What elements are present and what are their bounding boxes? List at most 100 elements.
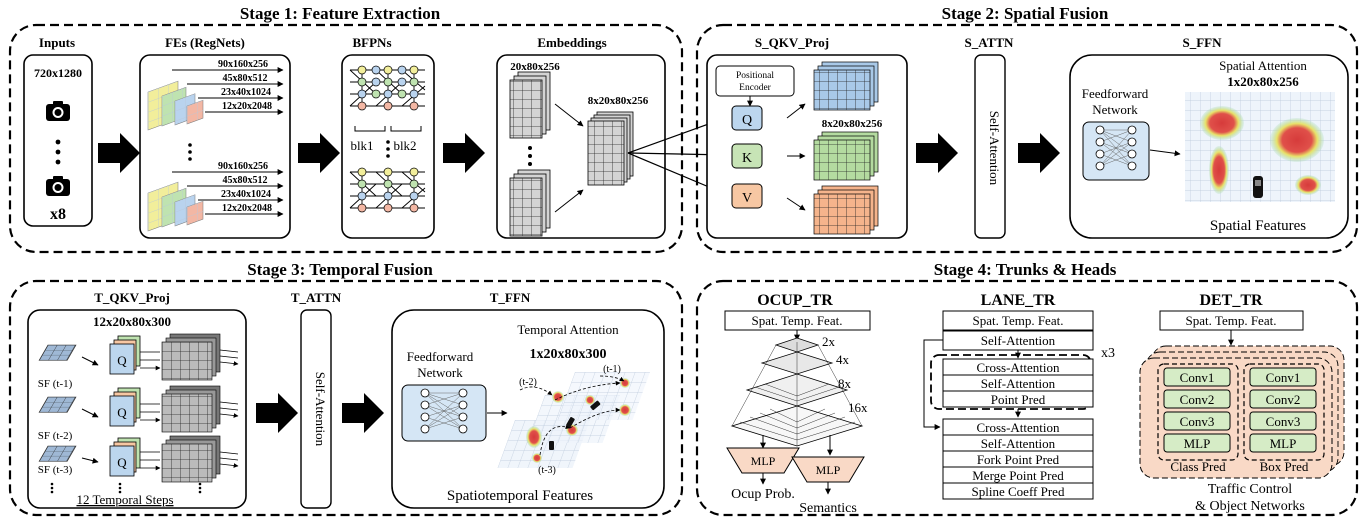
stage1-title: Stage 1: Feature Extraction [240,4,441,23]
mlp-label: MLP [816,463,841,477]
pos-enc-label: Encoder [739,83,771,93]
det-layer-label: Conv2 [1266,392,1301,407]
det-layer-label: Conv1 [1180,370,1215,385]
lane-block-label: Cross-Attention [976,360,1060,375]
dim-label: 12x20x2048 [222,101,272,112]
dim-label: 12x20x2048 [222,203,272,214]
feature-map-stack [147,80,204,131]
lane-head-label: Merge Point Pred [972,468,1064,483]
stage1-frame [8,23,684,254]
lane-repeat-label: x3 [1101,346,1115,361]
q-projection [109,395,135,427]
k-tensor [813,131,879,181]
temporal-attention-title: Temporal Attention [517,322,619,337]
q-projection [109,445,135,477]
stage3-title: Stage 3: Temporal Fusion [247,260,433,279]
temporal-step-row: SF (t-1) Q [38,333,238,390]
embedding-stack [509,71,551,139]
feature-map-stack [147,181,204,232]
stage2-title: Stage 2: Spatial Fusion [942,4,1109,23]
lane-sa-label: Self-Attention [981,333,1056,348]
t-qkv-title: T_QKV_Proj [94,290,170,305]
spatial-features-caption: Spatial Features [1210,218,1306,234]
fes-dim-labels-top: 90x160x256 45x80x512 23x40x1024 12x20x20… [218,59,272,112]
scale-label: 16x [848,400,868,415]
det-layer-label: Conv3 [1266,414,1301,429]
camera-icon [46,101,70,121]
mlp-head-ocup [726,447,800,474]
embedding-stack-merged [587,111,634,186]
ocup-title: OCUP_TR [757,292,833,309]
t-attn-box [300,309,332,509]
det-feat-label: Spat. Temp. Feat. [1186,313,1277,328]
lane-head-label: Self-Attention [981,436,1056,451]
sf-label: SF (t-2) [38,430,73,442]
temporal-attention-dim: 1x20x80x300 [530,347,607,362]
spatial-attention-map [1185,92,1335,202]
det-caption: Traffic Control [1208,482,1293,497]
bfpn-nodes [357,167,419,213]
dim-label: 45x80x512 [223,175,268,186]
q-projection [731,105,763,131]
flow-arrow [443,133,485,173]
emb-dim2: 8x20x80x256 [588,95,649,107]
k-label: K [742,151,752,166]
q-tensor [813,61,879,111]
det-layer-label: MLP [1270,436,1297,451]
temporal-step-row: SF (t-2) Q [38,385,238,442]
det-layer-label: Conv1 [1266,370,1301,385]
s-ffn-title: S_FFN [1183,35,1223,50]
ffn-label: Network [417,365,463,380]
spatial-attention-dim: 1x20x80x256 [1227,74,1299,89]
flow-arrow [256,393,298,433]
camera-icon [46,176,70,196]
q-label: Q [117,353,127,368]
embedding-stack [509,169,551,237]
blk1-label: blk1 [350,138,373,153]
mlp-head-sem [791,456,865,483]
stage2-frame [695,23,1359,254]
lane-head-label: Cross-Attention [976,420,1060,435]
t-qkv-dim: 12x20x80x300 [93,314,171,329]
spatial-attention-title: Spatial Attention [1219,58,1307,73]
ffn-label: Feedforward [1082,86,1149,101]
lane-block-label: Self-Attention [981,376,1056,391]
temporal-step-row: SF (t-3) Q [38,435,238,483]
emb-title: Embeddings [537,35,606,50]
temporal-steps-label: 12 Temporal Steps [76,492,173,507]
blk2-label: blk2 [393,138,416,153]
flow-arrow [1018,133,1060,173]
t-ffn-title: T_FFN [490,290,531,305]
emb-dim1: 20x80x256 [510,61,560,73]
ocup-feat-label: Spat. Temp. Feat. [752,313,843,328]
flow-arrow [342,393,384,433]
more-dots [55,139,61,165]
sf-label: SF (t-1) [38,378,73,390]
lane-head-label: Spline Coeff Pred [972,484,1065,499]
bfpn-title: BFPNs [353,35,392,50]
flow-arrow [916,133,958,173]
q-label: Q [742,113,752,128]
det-title: DET_TR [1199,292,1263,309]
inputs-title: Inputs [39,35,75,50]
flow-arrow [298,133,340,173]
k-projection [731,143,763,169]
s-qkv-title: S_QKV_Proj [755,35,829,50]
lane-title: LANE_TR [981,292,1056,309]
v-tensor [813,185,879,235]
ffn-label: Feedforward [407,349,474,364]
dim-label: 90x160x256 [218,161,268,172]
det-caption: & Object Networks [1195,499,1305,514]
dim-label: 45x80x512 [223,73,268,84]
lane-block-label: Point Pred [991,392,1046,407]
stage3-frame [8,279,684,517]
s-attn-box [974,54,1006,239]
class-pred-layers: Conv1 Conv2 Conv3 MLP [1163,367,1231,453]
scale-label: 4x [836,352,850,367]
lane-head-label: Fork Point Pred [977,452,1060,467]
q-projection [109,343,135,375]
lane-feat-label: Spat. Temp. Feat. [973,313,1064,328]
more-dots [50,482,202,494]
sf-label: SF (t-3) [38,464,73,476]
